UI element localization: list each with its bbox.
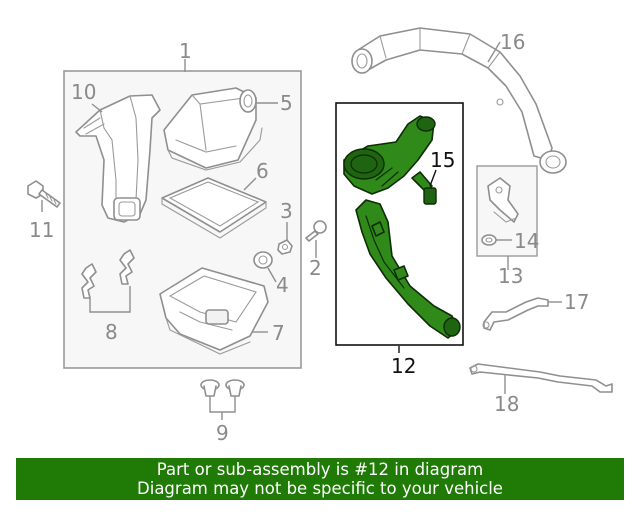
part-13-bracket[interactable] [487, 177, 519, 223]
callout-11: 11 [29, 218, 54, 242]
part-10-intake-duct[interactable] [75, 94, 161, 223]
part-15-sensor[interactable] [411, 171, 437, 205]
callout-13: 13 [498, 264, 523, 288]
callout-9: 9 [216, 421, 229, 445]
part-4-grommet[interactable] [253, 251, 273, 269]
callout-7: 7 [272, 321, 285, 345]
part-7-lower-housing[interactable] [159, 267, 269, 355]
part-12-air-duct-highlighted[interactable] [343, 115, 461, 339]
callout-6: 6 [256, 159, 269, 183]
callout-8: 8 [105, 320, 118, 344]
callout-16: 16 [500, 30, 525, 54]
callout-3: 3 [280, 199, 293, 223]
callout-1: 1 [179, 39, 192, 63]
callout-10: 10 [71, 80, 96, 104]
part-6-air-filter[interactable] [161, 177, 267, 239]
banner-line-1: Part or sub-assembly is #12 in diagram [156, 460, 484, 479]
callout-14: 14 [514, 229, 539, 253]
callout-2: 2 [309, 256, 322, 280]
banner-line-2: Diagram may not be specific to your vehi… [137, 479, 503, 498]
callout-4: 4 [276, 273, 289, 297]
part-5-air-cleaner-cover[interactable] [163, 87, 263, 171]
part-2-bolt[interactable] [305, 220, 327, 242]
callout-18: 18 [494, 392, 519, 416]
callout-17: 17 [564, 290, 589, 314]
callout-15: 15 [430, 148, 455, 172]
notice-banner: Part or sub-assembly is #12 in diagram D… [16, 458, 624, 500]
callout-5: 5 [280, 91, 293, 115]
part-9-push-pins[interactable] [200, 379, 245, 397]
part-8-clips[interactable] [81, 249, 135, 299]
part-17-hose[interactable] [482, 297, 549, 331]
callout-12: 12 [391, 354, 416, 378]
part-18-line[interactable] [469, 363, 613, 393]
part-16-outlet-tube[interactable] [351, 27, 567, 174]
part-11-bolt[interactable] [27, 180, 61, 208]
part-14-seal[interactable] [481, 234, 497, 246]
